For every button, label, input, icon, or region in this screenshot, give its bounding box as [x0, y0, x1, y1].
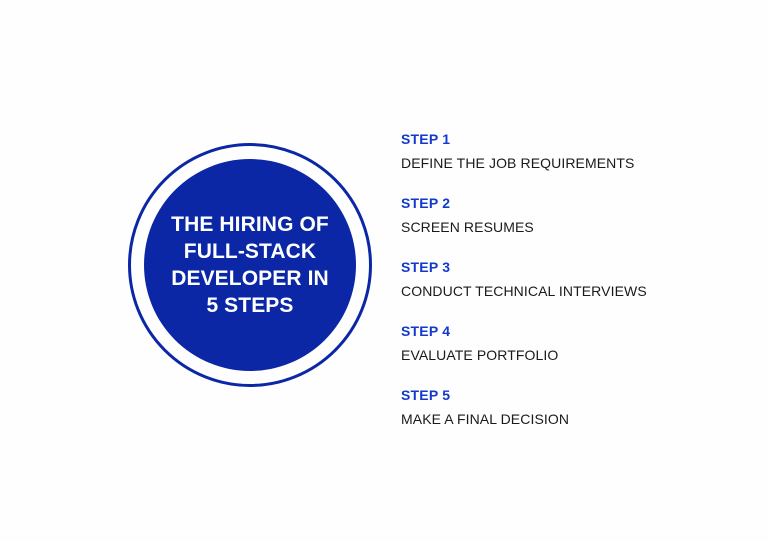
step-label-1: STEP 1 — [401, 131, 451, 147]
step-label-2: STEP 2 — [401, 195, 451, 211]
step-text-3: CONDUCT TECHNICAL INTERVIEWS — [401, 283, 647, 299]
step-label-5: STEP 5 — [401, 387, 451, 403]
step-text-4: EVALUATE PORTFOLIO — [401, 347, 559, 363]
hiring-badge: THE HIRING OF FULL-STACK DEVELOPER IN 5 … — [128, 143, 372, 387]
badge-title: THE HIRING OF FULL-STACK DEVELOPER IN 5 … — [171, 213, 329, 317]
step-label-3: STEP 3 — [401, 259, 451, 275]
badge-outer-ring — [128, 143, 372, 387]
list-item: STEP 3 CONDUCT TECHNICAL INTERVIEWS — [401, 258, 701, 300]
list-item: STEP 1 DEFINE THE JOB REQUIREMENTS — [401, 130, 701, 172]
steps-list: STEP 1 DEFINE THE JOB REQUIREMENTS STEP … — [401, 130, 701, 428]
list-item: STEP 4 EVALUATE PORTFOLIO — [401, 322, 701, 364]
step-text-1: DEFINE THE JOB REQUIREMENTS — [401, 155, 635, 171]
list-item: STEP 2 SCREEN RESUMES — [401, 194, 701, 236]
step-text-5: MAKE A FINAL DECISION — [401, 411, 570, 427]
step-label-4: STEP 4 — [401, 323, 451, 339]
list-item: STEP 5 MAKE A FINAL DECISION — [401, 386, 701, 428]
step-text-2: SCREEN RESUMES — [401, 219, 534, 235]
badge-disc: THE HIRING OF FULL-STACK DEVELOPER IN 5 … — [144, 159, 356, 371]
